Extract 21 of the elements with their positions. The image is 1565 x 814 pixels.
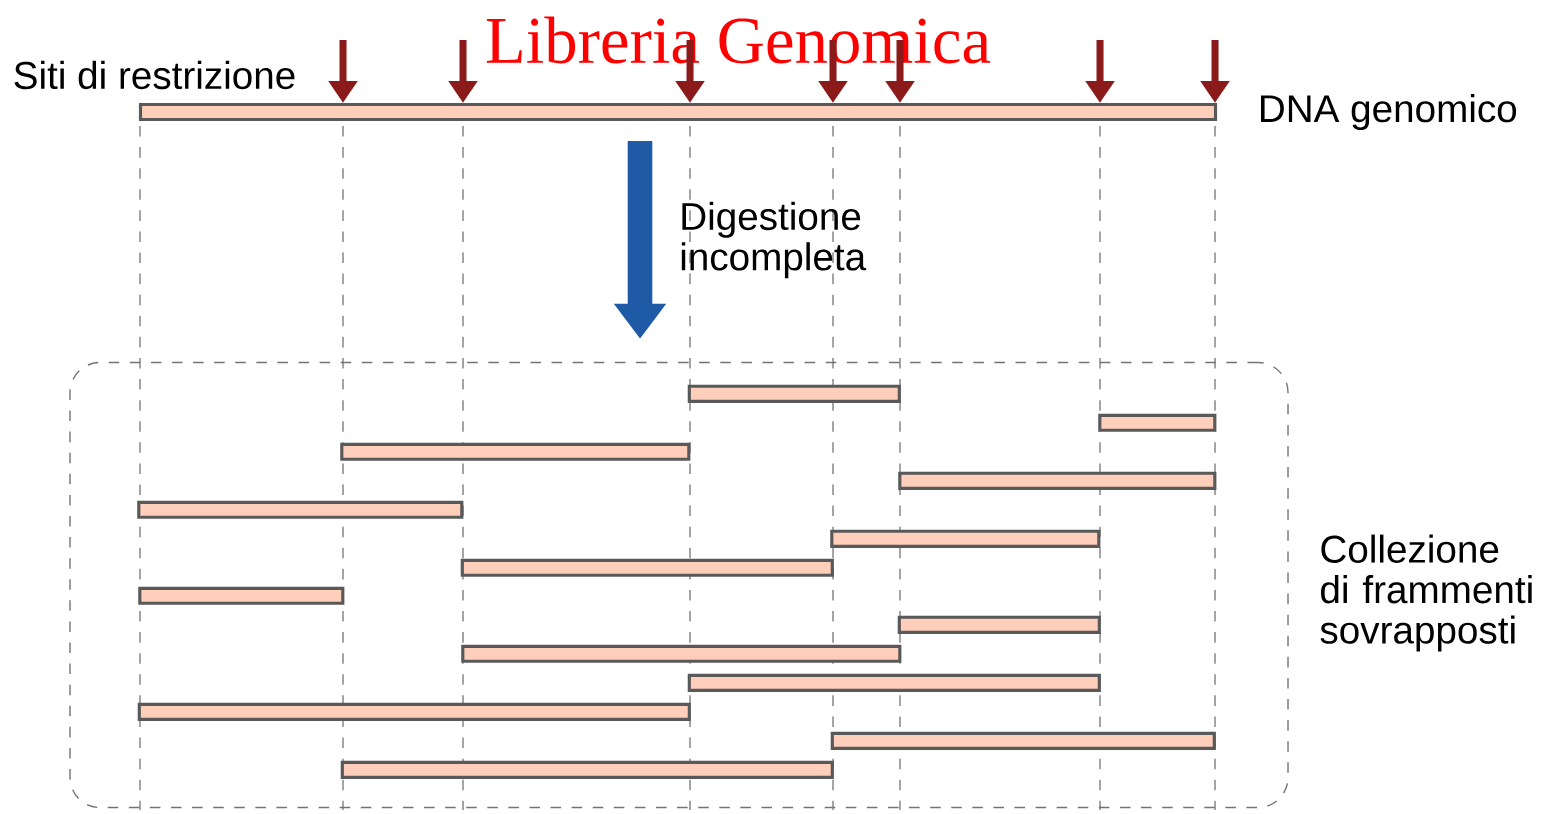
title: Libreria Genomica <box>486 16 991 64</box>
dna-fragment <box>340 442 691 461</box>
dna-fragment <box>137 500 464 519</box>
node-label: Collezione di frammenti sovrapposti <box>1320 534 1532 652</box>
dna-fragment <box>898 471 1217 490</box>
edge-label: Digestione incompleta <box>681 201 867 279</box>
dna-fragment <box>138 586 345 605</box>
fragment-collection-box: Collezione di frammenti sovrapposti <box>69 361 1532 809</box>
node-label: DNA genomico <box>1261 93 1517 130</box>
dna-fragment <box>897 615 1101 634</box>
dna-fragment <box>830 529 1101 548</box>
dna-bar: DNA genomico <box>138 94 1517 130</box>
dna-fragment <box>1098 413 1217 432</box>
dna-fragment <box>460 558 834 577</box>
dna-fragment <box>461 644 902 663</box>
dna-fragment <box>687 384 901 403</box>
dna-fragment <box>137 702 691 721</box>
label: Siti di restrizione <box>14 60 295 90</box>
dna-fragment <box>830 731 1216 750</box>
dna-fragment <box>687 673 1101 692</box>
dna-fragment <box>340 760 834 779</box>
